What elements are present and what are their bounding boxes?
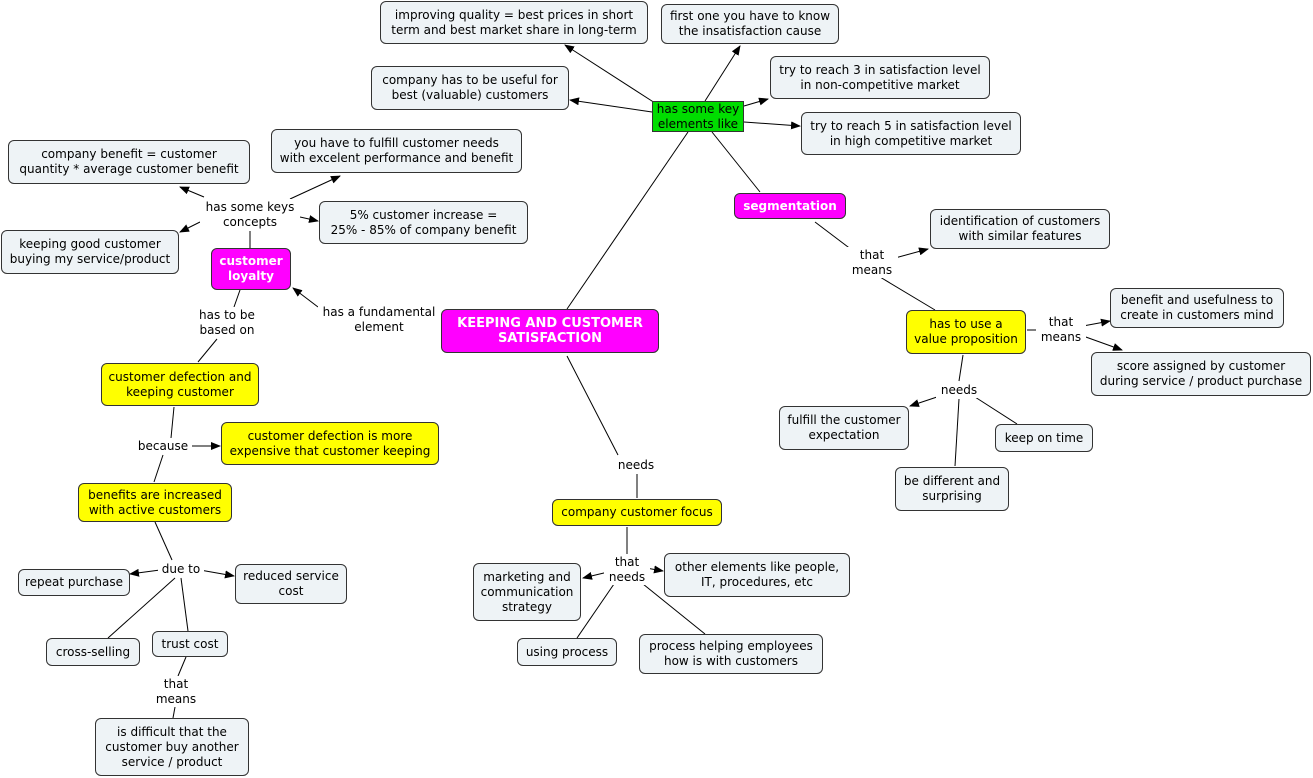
- link-fundamental-loyalty: [292, 287, 319, 308]
- link-central-keyelements: [566, 131, 689, 310]
- benefit-usefulness-node[interactable]: benefit and usefulness to create in cust…: [1110, 288, 1284, 328]
- useful-node[interactable]: company has to be useful for best (valua…: [371, 66, 569, 110]
- benefits-increased-node[interactable]: benefits are increased with active custo…: [78, 483, 232, 522]
- seg-that-means-label: that means: [846, 247, 898, 278]
- based-on-label: has to be based on: [194, 307, 260, 338]
- segmentation-node[interactable]: segmentation: [734, 193, 846, 219]
- trust-that-means-label: that means: [151, 676, 201, 707]
- company-customer-focus-node[interactable]: company customer focus: [552, 499, 722, 526]
- vp-that-means-label: that means: [1036, 314, 1086, 345]
- quality-node[interactable]: improving quality = best prices in short…: [380, 1, 648, 44]
- vp-needs-label: needs: [936, 382, 982, 398]
- link-needs-different: [954, 398, 960, 467]
- link-seg-identification: [894, 247, 929, 259]
- first-know-node[interactable]: first one you have to know the insatisfa…: [661, 4, 839, 44]
- link-key-segmentation: [711, 131, 761, 193]
- link-dueto-repeat: [129, 568, 161, 577]
- using-process-node[interactable]: using process: [517, 638, 617, 666]
- marketing-strategy-node[interactable]: marketing and communication strategy: [473, 563, 581, 621]
- link-trust-thatmeans: [177, 656, 187, 677]
- link-seg-valueprop: [879, 276, 936, 311]
- link-needs-keeptime: [974, 396, 1018, 425]
- fulfill-needs-node[interactable]: you have to fulfill customer needs with …: [271, 129, 522, 173]
- cross-selling-node[interactable]: cross-selling: [46, 638, 140, 666]
- due-to-label: due to: [158, 561, 204, 577]
- link-keys-keepinggood: [179, 221, 201, 233]
- reduced-service-node[interactable]: reduced service cost: [235, 564, 347, 604]
- link-dueto-reduced: [199, 569, 235, 579]
- defection-expensive-node[interactable]: customer defection is more expensive tha…: [221, 422, 439, 465]
- company-benefit-node[interactable]: company benefit = customer quantity * av…: [8, 140, 250, 184]
- link-thatneeds-process: [642, 583, 706, 635]
- trust-cost-node[interactable]: trust cost: [152, 631, 228, 657]
- key-elements-label: has some key elements like: [652, 101, 744, 132]
- link-needs-fulfill: [909, 395, 941, 407]
- keys-concepts-label: has some keys concepts: [200, 199, 300, 230]
- because-label: because: [134, 438, 192, 454]
- value-proposition-node[interactable]: has to use a value proposition: [906, 310, 1026, 354]
- repeat-purchase-node[interactable]: repeat purchase: [18, 569, 130, 596]
- link-keys-fivepercent: [299, 215, 319, 223]
- central-needs-label: needs: [612, 457, 660, 473]
- link-basedon-defection: [197, 338, 218, 363]
- link-defection-because: [170, 406, 175, 439]
- link-central-needs: [566, 355, 619, 456]
- other-elements-node[interactable]: other elements like people, IT, procedur…: [664, 553, 850, 597]
- reach3-node[interactable]: try to reach 3 in satisfaction level in …: [770, 56, 990, 99]
- link-thatneeds-marketing: [582, 571, 609, 580]
- link-key-reach5: [743, 121, 801, 130]
- link-keys-fulfillneeds: [289, 175, 341, 200]
- keeping-good-node[interactable]: keeping good customer buying my service/…: [1, 230, 179, 274]
- link-keys-companybenefit: [179, 186, 205, 198]
- link-seg-thatmeans: [814, 221, 853, 251]
- link-dueto-trust: [180, 577, 189, 632]
- keep-on-time-node[interactable]: keep on time: [995, 424, 1093, 452]
- link-key-firstknow: [704, 45, 741, 102]
- central-topic-node[interactable]: KEEPING AND CUSTOMER SATISFACTION: [441, 309, 659, 353]
- link-vp-needs: [958, 354, 964, 382]
- process-helping-node[interactable]: process helping employees how is with cu…: [639, 634, 823, 674]
- identification-node[interactable]: identification of customers with similar…: [930, 209, 1110, 249]
- link-vp-benefit: [1082, 318, 1111, 327]
- reach5-node[interactable]: try to reach 5 in satisfaction level in …: [801, 112, 1021, 155]
- link-thatmeans-difficult: [172, 706, 176, 719]
- that-needs-label: that needs: [604, 554, 650, 585]
- score-node[interactable]: score assigned by customer during servic…: [1091, 352, 1311, 396]
- link-key-reach3: [743, 97, 769, 107]
- link-key-useful: [569, 97, 653, 113]
- link-vp-score: [1082, 335, 1123, 351]
- difficult-node[interactable]: is difficult that the customer buy anoth…: [95, 718, 249, 776]
- fulfill-expectation-node[interactable]: fulfill the customer expectation: [779, 406, 909, 450]
- link-key-quality: [564, 44, 656, 104]
- defection-keeping-node[interactable]: customer defection and keeping customer: [101, 363, 259, 406]
- five-percent-node[interactable]: 5% customer increase = 25% - 85% of comp…: [319, 201, 528, 244]
- link-benefits-dueto: [154, 521, 173, 561]
- link-loyalty-basedon: [233, 289, 241, 308]
- link-thatneeds-using: [576, 583, 615, 639]
- different-surprising-node[interactable]: be different and surprising: [895, 467, 1009, 511]
- customer-loyalty-node[interactable]: customer loyalty: [211, 248, 291, 290]
- fundamental-element-label: has a fundamental element: [318, 304, 440, 335]
- link-because-benefits: [153, 454, 164, 483]
- link-dueto-cross: [107, 577, 176, 639]
